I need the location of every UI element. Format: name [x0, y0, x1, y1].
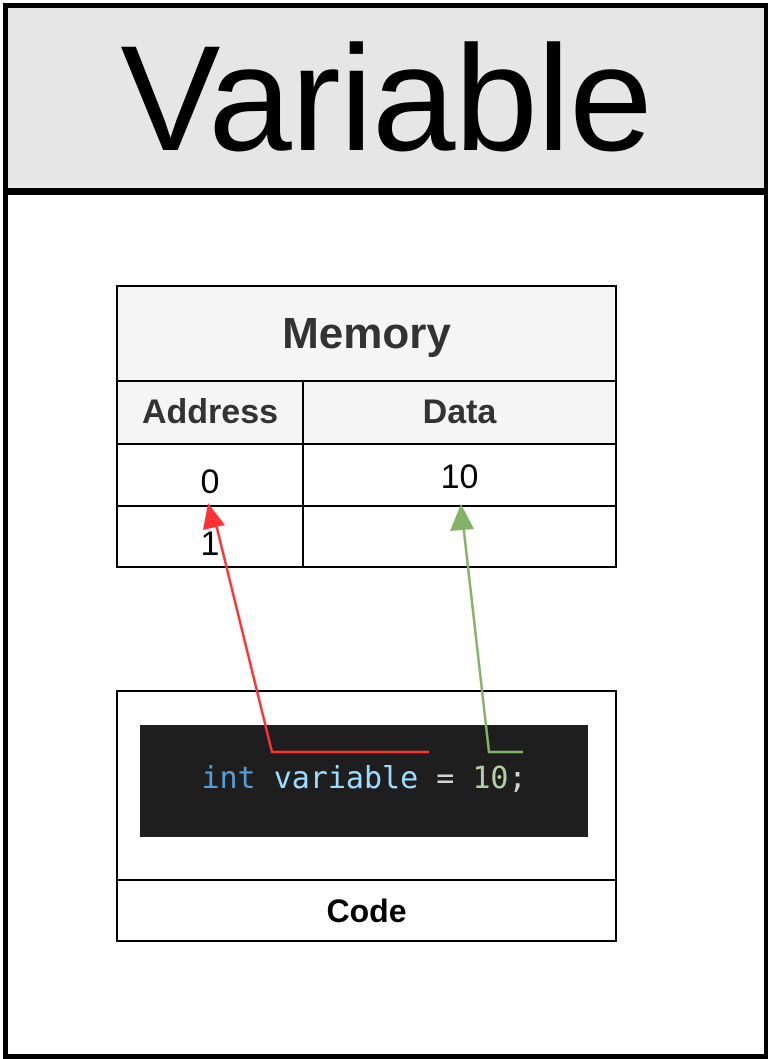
code-keyword: int	[201, 761, 256, 796]
address-cell: 0	[118, 445, 304, 505]
header-bar: Variable	[8, 8, 764, 195]
code-identifier: variable	[273, 761, 419, 796]
memory-row: 0 10	[118, 445, 615, 507]
memory-header-row: Address Data	[118, 382, 615, 445]
code-editor-panel: int variable = 10;	[140, 725, 588, 837]
code-operator: =	[436, 761, 455, 796]
code-box: int variable = 10; Code	[116, 690, 617, 942]
data-cell	[304, 507, 615, 566]
code-number: 10	[472, 761, 509, 796]
data-cell: 10	[440, 458, 479, 496]
memory-title: Memory	[118, 287, 615, 382]
column-header-data: Data	[422, 393, 497, 431]
memory-table: Memory Address Data 0 10 1	[116, 285, 617, 568]
code-label: Code	[118, 879, 615, 942]
column-header-address: Address	[118, 382, 304, 443]
address-cell: 1	[118, 507, 304, 566]
memory-row: 1	[118, 507, 615, 566]
code-line: int variable = 10;	[140, 759, 588, 799]
page-title: Variable	[120, 14, 652, 182]
code-terminator: ;	[508, 761, 527, 796]
